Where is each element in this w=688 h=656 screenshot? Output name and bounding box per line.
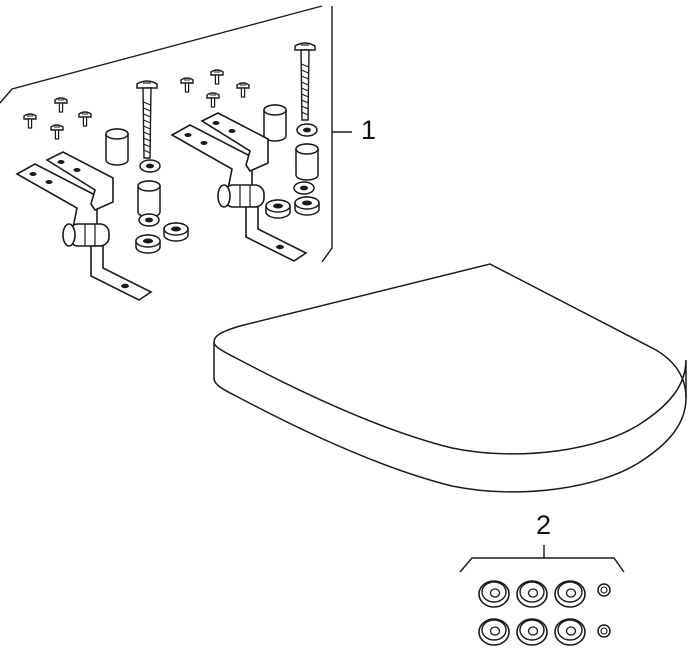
caps-bracket: [459, 545, 625, 573]
cover-caps: [478, 580, 611, 646]
seat-cover: [213, 263, 687, 493]
callout-number-1: 1: [361, 115, 377, 145]
hardware-kit-panel: [0, 5, 352, 263]
hinge-left: [16, 151, 152, 301]
callout-number-2: 2: [536, 510, 552, 540]
long-bolts: [136, 42, 316, 159]
